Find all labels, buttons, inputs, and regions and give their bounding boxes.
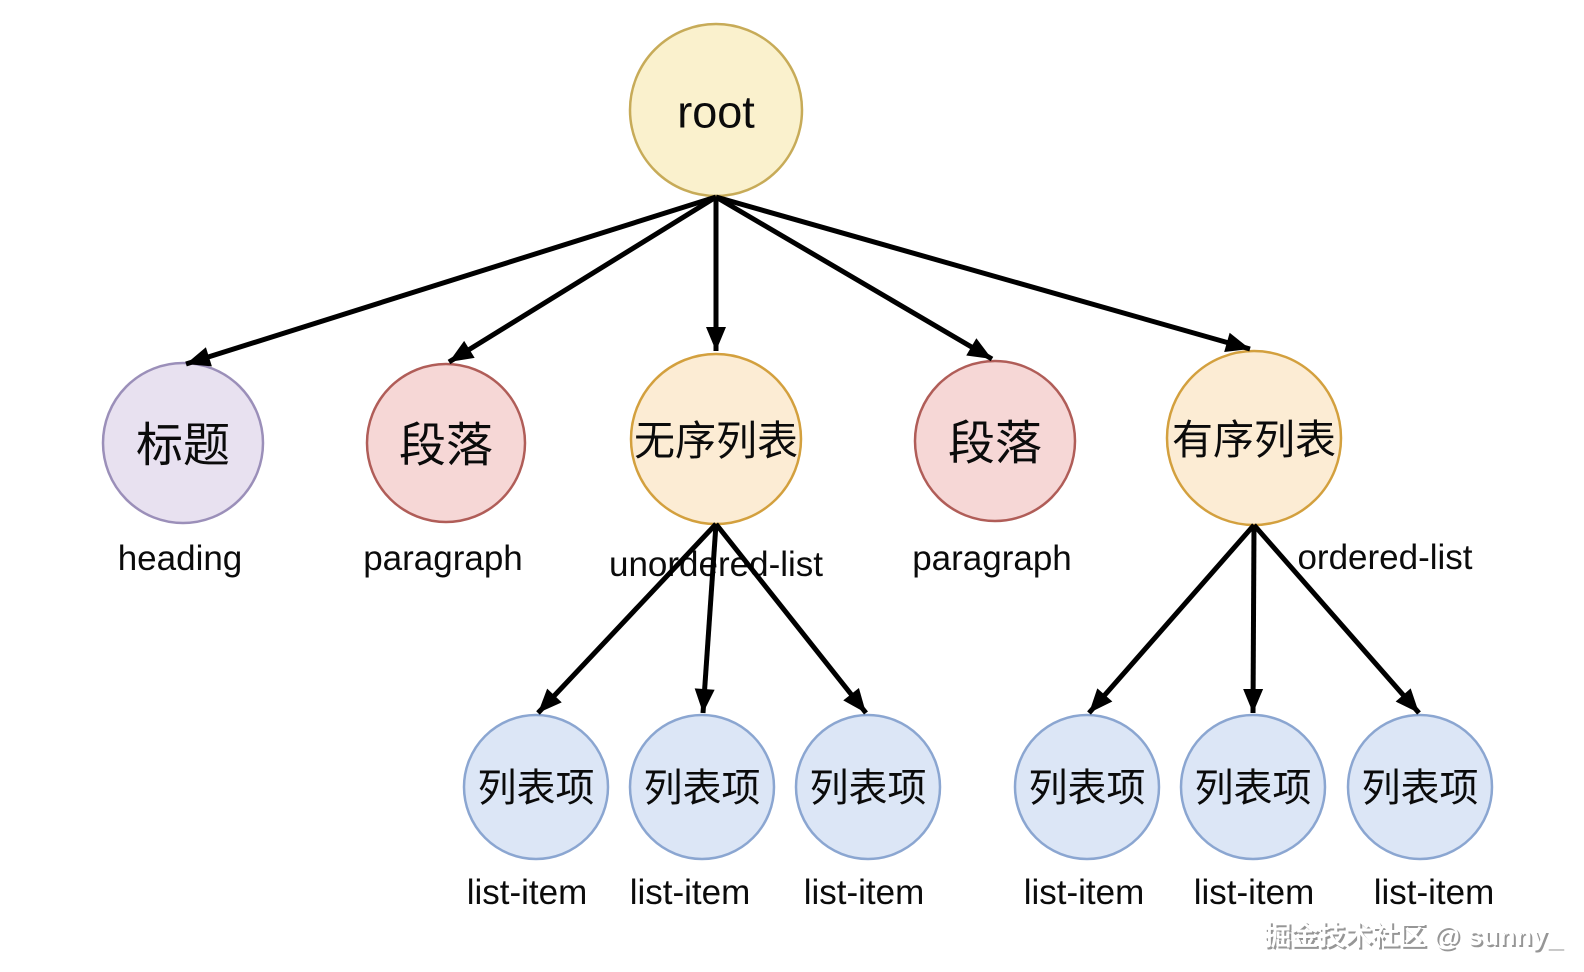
node-heading-circle bbox=[101, 361, 265, 525]
node-paragraph-2-label: 段落 bbox=[948, 417, 1042, 470]
edge-ordered-list-item-5 bbox=[1243, 524, 1264, 714]
edge-unordered-list-item-1 bbox=[536, 522, 718, 715]
node-heading-label: 标题 bbox=[136, 419, 230, 472]
node-list-item-1-label: 列表项 bbox=[477, 768, 594, 811]
watermark-shadow: 掘金技术社区 @ sunny_ bbox=[1266, 922, 1565, 953]
watermark: 掘金技术社区 @ sunny_ bbox=[1264, 920, 1563, 951]
edge-unordered-list-item-3 bbox=[714, 522, 868, 715]
node-paragraph-2-circle bbox=[913, 359, 1077, 523]
type-label-list-item-6: list-item bbox=[1374, 873, 1495, 912]
node-list-item-3-circle bbox=[794, 713, 942, 861]
edge-unordered-list-item-2 bbox=[694, 523, 719, 714]
node-unordered-list-label: 无序列表 bbox=[634, 418, 798, 464]
type-label-paragraph-2: paragraph bbox=[912, 539, 1072, 578]
node-list-item-2-circle bbox=[628, 713, 776, 861]
node-ordered-list-label: 有序列表 bbox=[1172, 417, 1336, 463]
node-paragraph-1-label: 段落 bbox=[399, 419, 493, 472]
node-list-item-4-label: 列表项 bbox=[1028, 768, 1145, 811]
node-list-item-5-circle bbox=[1179, 713, 1327, 861]
node-paragraph-1-circle bbox=[365, 362, 527, 524]
edge-root-paragraph-2 bbox=[714, 194, 994, 362]
node-root-circle bbox=[628, 22, 804, 198]
node-list-item-4-circle bbox=[1013, 713, 1161, 861]
edge-ordered-list-item-6 bbox=[1252, 523, 1421, 715]
type-label-list-item-1: list-item bbox=[467, 873, 588, 912]
type-label-paragraph-1: paragraph bbox=[363, 539, 523, 578]
node-list-item-6-label: 列表项 bbox=[1361, 768, 1478, 811]
type-label-list-item-5: list-item bbox=[1194, 873, 1315, 912]
node-list-item-3-label: 列表项 bbox=[809, 768, 926, 811]
node-root-label: root bbox=[677, 87, 755, 138]
node-list-item-5-label: 列表项 bbox=[1194, 768, 1311, 811]
type-label-heading: heading bbox=[118, 539, 243, 578]
type-label-list-item-2: list-item bbox=[630, 873, 751, 912]
type-label-list-item-3: list-item bbox=[804, 873, 925, 912]
type-label-list-item-4: list-item bbox=[1024, 873, 1145, 912]
type-label-ordered-list: ordered-list bbox=[1297, 538, 1472, 577]
node-list-item-1-circle bbox=[462, 713, 610, 861]
edge-root-paragraph-1 bbox=[447, 194, 718, 365]
node-list-item-6-circle bbox=[1346, 713, 1494, 861]
edge-root-ordered-list bbox=[715, 194, 1251, 353]
edge-root-heading bbox=[185, 194, 717, 367]
edge-ordered-list-item-4 bbox=[1087, 523, 1256, 715]
node-list-item-2-label: 列表项 bbox=[643, 768, 760, 811]
